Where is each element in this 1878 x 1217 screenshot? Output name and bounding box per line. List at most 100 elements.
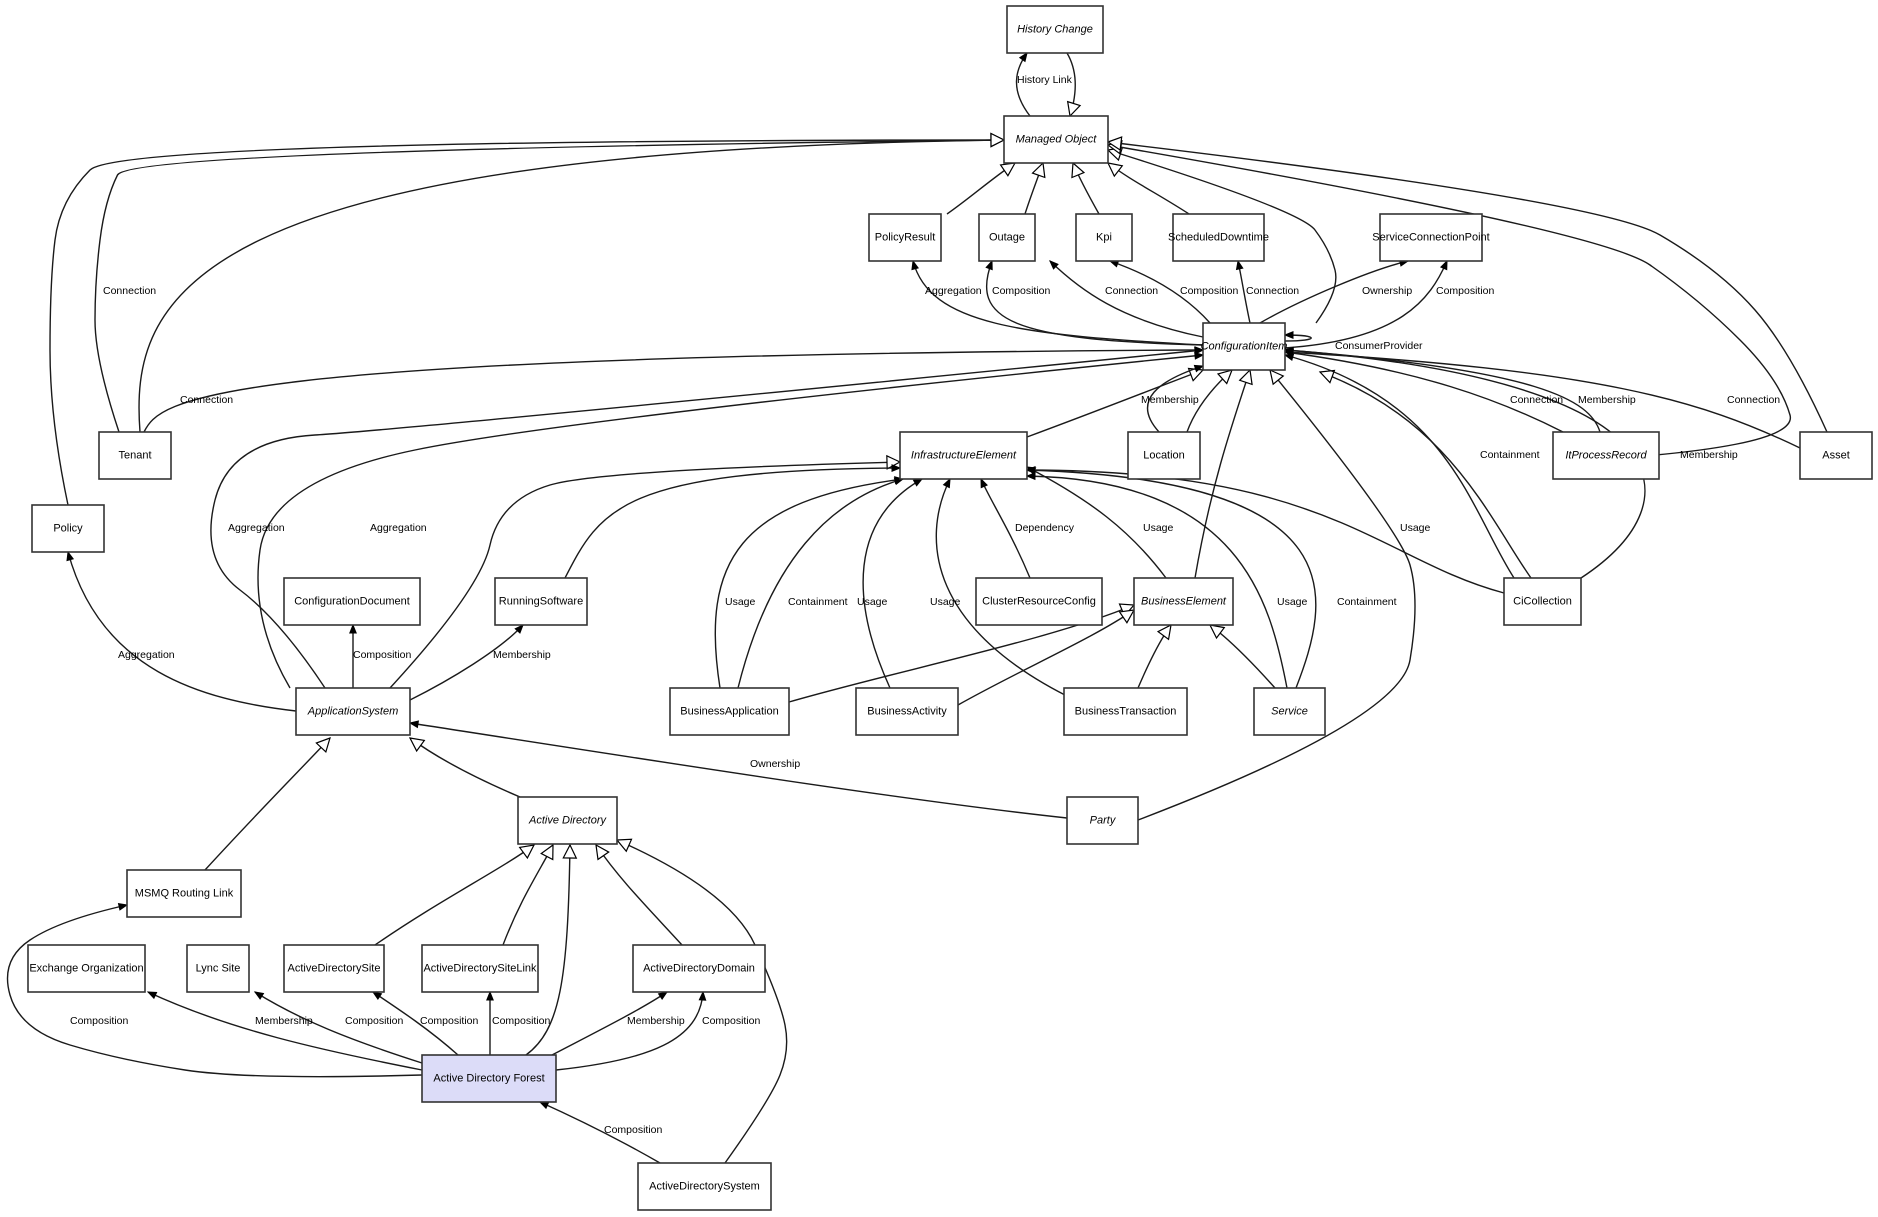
association-arrowhead-icon <box>911 259 919 271</box>
node-box[interactable] <box>1063 687 1188 736</box>
inheritance-arrowhead-icon <box>1238 368 1253 386</box>
inheritance-arrowhead-icon <box>615 838 633 853</box>
node-configuration-item[interactable]: ConfigurationItem <box>1201 322 1288 371</box>
node-box[interactable] <box>1066 796 1139 845</box>
association-arrowhead-icon <box>1193 364 1205 373</box>
node-kpi[interactable]: Kpi <box>1075 213 1133 262</box>
edge-inheritance <box>615 838 788 1164</box>
node-box[interactable] <box>1127 431 1201 480</box>
node-box[interactable] <box>978 213 1036 262</box>
node-it-process-record[interactable]: ItProcessRecord <box>1552 431 1660 480</box>
node-box[interactable] <box>98 431 172 480</box>
edge-line <box>204 737 331 871</box>
node-service-connection-point[interactable]: ServiceConnectionPoint <box>1372 213 1490 262</box>
edge-label: Usage <box>857 596 888 608</box>
node-box[interactable] <box>1799 431 1873 480</box>
node-scheduled-downtime[interactable]: ScheduledDowntime <box>1168 213 1269 262</box>
node-cluster-resource-config[interactable]: ClusterResourceConfig <box>975 577 1103 626</box>
node-box[interactable] <box>975 577 1103 626</box>
edge-label: Composition <box>492 1015 551 1027</box>
node-managed-object[interactable]: Managed Object <box>1003 115 1109 164</box>
node-box[interactable] <box>494 577 588 626</box>
node-active-directory[interactable]: Active Directory <box>517 796 618 845</box>
node-box[interactable] <box>1202 322 1286 371</box>
node-business-element[interactable]: BusinessElement <box>1133 577 1234 626</box>
inheritance-arrowhead-icon <box>1208 624 1226 640</box>
edge-inheritance <box>138 132 1006 433</box>
node-box[interactable] <box>637 1162 772 1211</box>
node-box[interactable] <box>1003 115 1109 164</box>
node-outage[interactable]: Outage <box>978 213 1036 262</box>
node-ci-collection[interactable]: CiCollection <box>1503 577 1582 626</box>
node-box[interactable] <box>1552 431 1660 480</box>
node-exchange-organization[interactable]: Exchange Organization <box>27 944 146 993</box>
node-application-system[interactable]: ApplicationSystem <box>295 687 411 736</box>
edge-line <box>564 467 901 579</box>
node-box[interactable] <box>669 687 790 736</box>
edge-inheritance <box>502 843 554 946</box>
edge-label: Composition <box>1436 285 1495 297</box>
node-tenant[interactable]: Tenant <box>98 431 172 480</box>
edge-association <box>1146 364 1205 433</box>
node-running-software[interactable]: RunningSoftware <box>494 577 588 626</box>
node-service[interactable]: Service <box>1253 687 1326 736</box>
edge-line <box>714 478 904 689</box>
node-location[interactable]: Location <box>1127 431 1201 480</box>
node-box[interactable] <box>868 213 942 262</box>
node-active-directory-site[interactable]: ActiveDirectorySite <box>283 944 385 993</box>
node-policy-result[interactable]: PolicyResult <box>868 213 942 262</box>
edge-inheritance <box>1208 624 1276 689</box>
node-asset[interactable]: Asset <box>1799 431 1873 480</box>
edge-line <box>409 624 524 701</box>
edge-association <box>538 1101 661 1164</box>
node-lync-site[interactable]: Lync Site <box>186 944 250 993</box>
node-label: MSMQ Routing Link <box>135 888 234 900</box>
edge-label: Usage <box>1143 522 1174 534</box>
edges-layer <box>6 51 1828 1164</box>
node-party[interactable]: Party <box>1066 796 1139 845</box>
node-box[interactable] <box>283 944 385 993</box>
node-box[interactable] <box>1006 5 1104 54</box>
node-box[interactable] <box>1379 213 1483 262</box>
edge-line <box>1107 144 1791 463</box>
edge-association <box>1235 259 1251 324</box>
node-box[interactable] <box>421 1054 557 1103</box>
node-box[interactable] <box>899 431 1028 480</box>
node-box[interactable] <box>855 687 959 736</box>
edge-line <box>143 349 1204 433</box>
association-arrowhead-icon <box>942 477 951 489</box>
node-active-directory-domain[interactable]: ActiveDirectoryDomain <box>632 944 766 993</box>
node-box[interactable] <box>517 796 618 845</box>
node-box[interactable] <box>1075 213 1133 262</box>
node-business-application[interactable]: BusinessApplication <box>669 687 790 736</box>
edge-line <box>985 260 1204 346</box>
node-business-activity[interactable]: BusinessActivity <box>855 687 959 736</box>
node-box[interactable] <box>1253 687 1326 736</box>
node-active-directory-site-link[interactable]: ActiveDirectorySiteLink <box>421 944 539 993</box>
node-policy[interactable]: Policy <box>31 504 105 553</box>
node-box[interactable] <box>1133 577 1234 626</box>
edge-line <box>539 1101 661 1164</box>
node-configuration-document[interactable]: ConfigurationDocument <box>283 577 421 626</box>
node-box[interactable] <box>27 944 146 993</box>
node-active-directory-system[interactable]: ActiveDirectorySystem <box>637 1162 772 1211</box>
node-box[interactable] <box>283 577 421 626</box>
edge-association <box>409 624 524 701</box>
edge-inheritance <box>49 132 1006 506</box>
node-infrastructure-element[interactable]: InfrastructureElement <box>899 431 1028 480</box>
node-box[interactable] <box>1503 577 1582 626</box>
node-box[interactable] <box>421 944 539 993</box>
node-label: BusinessApplication <box>680 706 778 718</box>
node-history-change[interactable]: History Change <box>1006 5 1104 54</box>
node-box[interactable] <box>31 504 105 553</box>
node-msmq-routing-link[interactable]: MSMQ Routing Link <box>126 869 242 918</box>
node-box[interactable] <box>632 944 766 993</box>
node-active-directory-forest[interactable]: Active Directory Forest <box>421 1054 557 1103</box>
node-box[interactable] <box>126 869 242 918</box>
node-box[interactable] <box>186 944 250 993</box>
node-box[interactable] <box>295 687 411 736</box>
node-business-transaction[interactable]: BusinessTransaction <box>1063 687 1188 736</box>
node-box[interactable] <box>1172 213 1265 262</box>
edge-label: Composition <box>702 1015 761 1027</box>
inheritance-arrowhead-icon <box>999 162 1017 177</box>
